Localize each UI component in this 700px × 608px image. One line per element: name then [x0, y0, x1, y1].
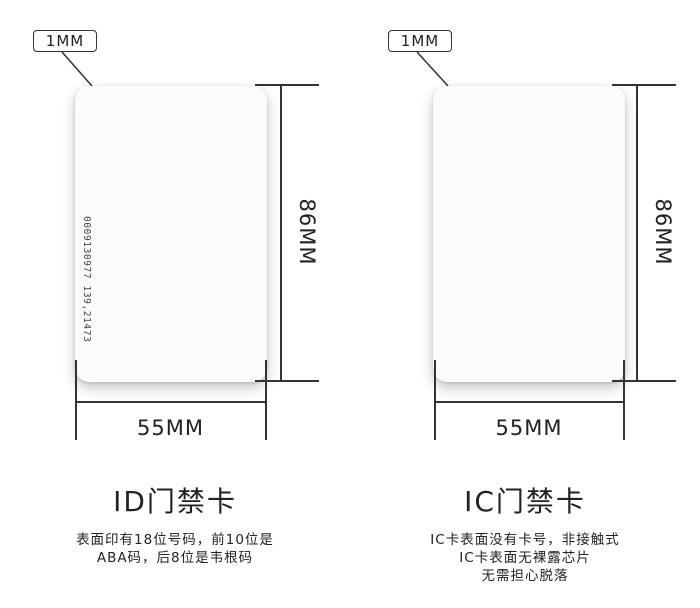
card-description-line-1: IC卡表面没有卡号，非接触式 [430, 532, 620, 548]
thickness-leader-line [61, 51, 93, 87]
card-title: ID门禁卡 [113, 485, 237, 518]
thickness-tag: 1MM [388, 30, 452, 52]
width-right-extension-line [265, 360, 267, 440]
thickness-tag: 1MM [33, 30, 97, 52]
thickness-leader-line [416, 51, 449, 87]
width-label: 55MM [137, 416, 204, 440]
width-dimension-line [75, 401, 266, 403]
id-card-image: 0009130977 139,21473 [75, 86, 267, 382]
ic-card-panel: 1MM 86MM 55MM IC门禁卡 IC卡表面没有卡号，非接触式 IC卡表面… [350, 0, 700, 608]
card-description-line-3: 无需担心脱落 [481, 568, 569, 584]
height-bottom-extension-line [612, 380, 676, 382]
width-right-extension-line [623, 360, 625, 440]
ic-card-image [433, 86, 625, 382]
card-title: IC门禁卡 [464, 485, 586, 518]
height-label: 86MM [295, 198, 319, 266]
width-label: 55MM [495, 416, 563, 440]
card-description-line-1: 表面印有18位号码，前10位是 [76, 532, 274, 548]
height-top-extension-line [612, 84, 676, 86]
height-label: 86MM [651, 198, 675, 266]
width-left-extension-line [434, 360, 436, 440]
height-top-extension-line [255, 84, 319, 86]
card-description-line-2: IC卡表面无裸露芯片 [459, 550, 591, 566]
id-card-panel: 1MM 0009130977 139,21473 86MM 55MM ID门禁卡… [33, 30, 319, 566]
height-dimension-line [636, 84, 638, 382]
card-number: 0009130977 139,21473 [81, 216, 92, 343]
width-dimension-line [434, 401, 624, 403]
height-dimension-line [280, 84, 282, 382]
card-description-line-2: ABA码，后8位是韦根码 [96, 550, 254, 566]
width-left-extension-line [75, 360, 77, 440]
height-bottom-extension-line [255, 380, 319, 382]
